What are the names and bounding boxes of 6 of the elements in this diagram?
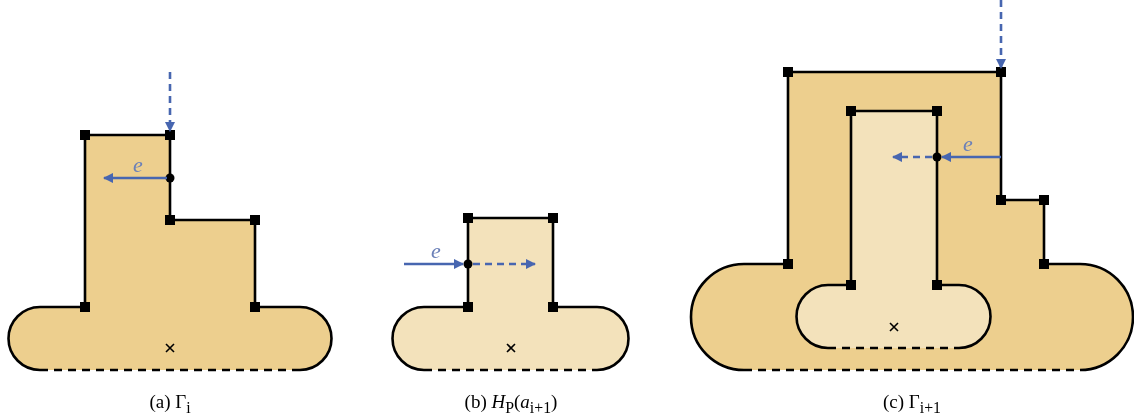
subfigure-caption: (b) H$_{P}$(a$_{i+1}$) [464,392,558,416]
variable-label: e [431,240,441,262]
subfigure-caption: (c) Γ$_{i+1}$ [882,392,942,416]
variable-label: e [133,154,143,176]
subfigure-caption: (a) Γ$_{i}$ [149,392,191,416]
variable-label: e [963,133,973,155]
